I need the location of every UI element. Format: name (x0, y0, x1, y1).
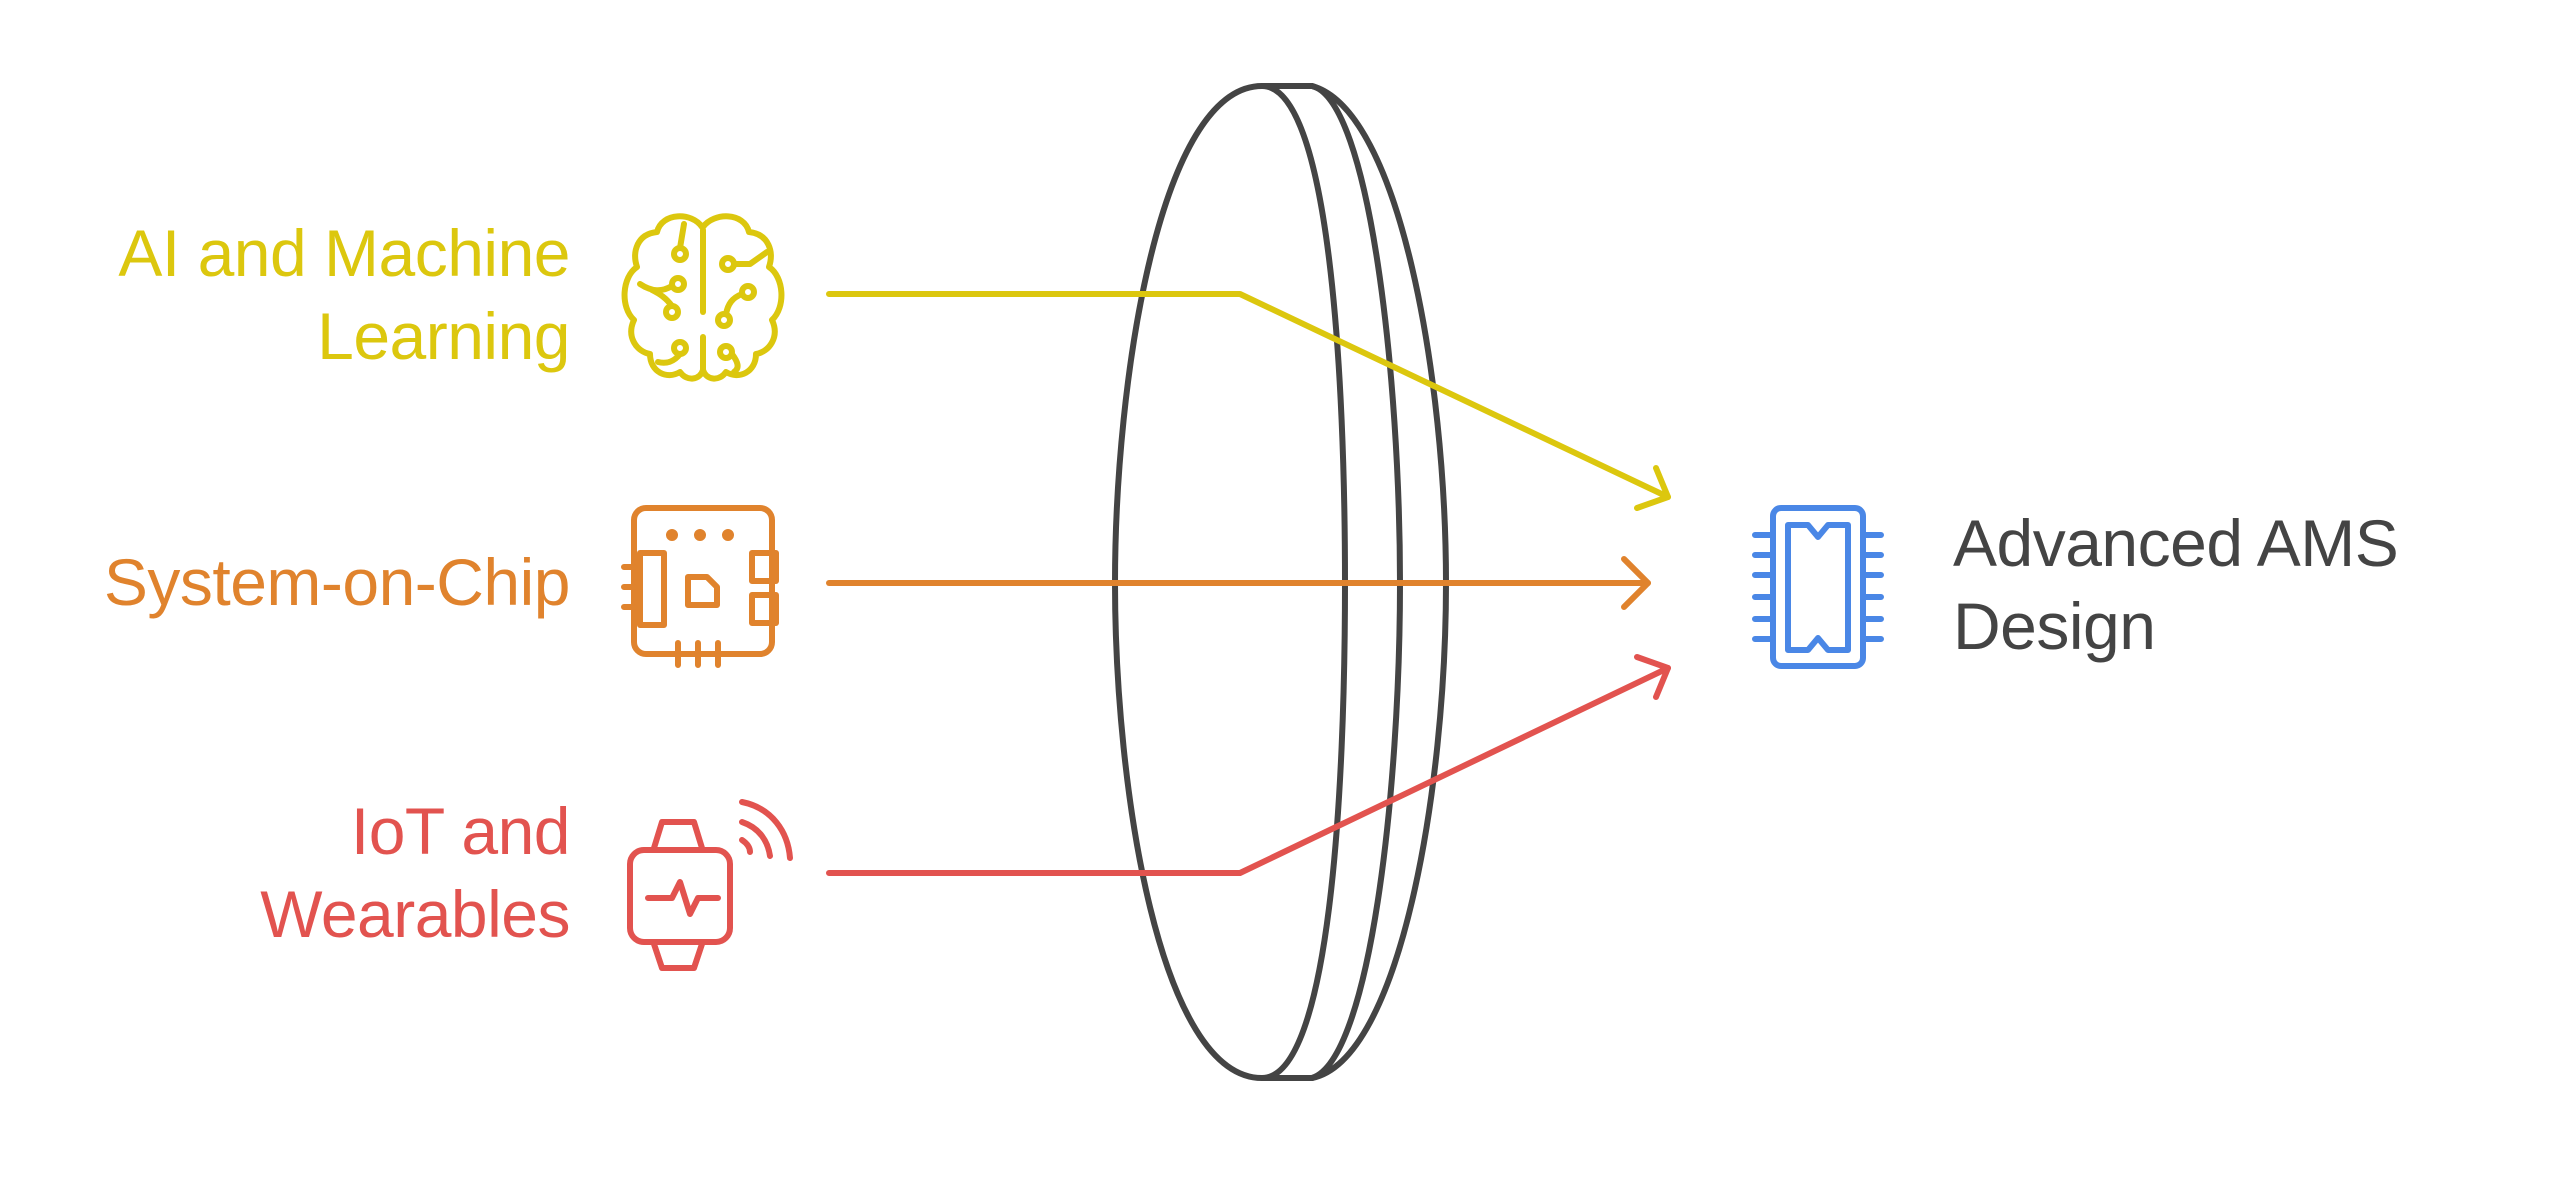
label-output: Advanced AMS Design (1953, 502, 2399, 668)
label-iot: IoT and Wearables (260, 790, 570, 956)
label-iot-line1: IoT and (350, 794, 571, 868)
label-ai-line2: Learning (317, 299, 570, 373)
circuit-board-icon (621, 505, 779, 668)
label-output-line2: Design (1953, 589, 2156, 663)
label-soc-line1: System-on-Chip (103, 545, 571, 619)
label-ai-line1: AI and Machine (118, 216, 570, 290)
iot-arrow (826, 654, 1671, 876)
label-output-line1: Advanced AMS (1953, 506, 2399, 580)
label-ai: AI and Machine Learning (118, 212, 570, 378)
soc-arrow (826, 556, 1651, 610)
ic-chip-icon (1752, 505, 1884, 669)
label-soc: System-on-Chip (103, 541, 571, 624)
ai-arrow (826, 291, 1671, 511)
label-iot-line2: Wearables (260, 877, 570, 951)
smartwatch-signal-icon (627, 799, 793, 971)
brain-circuit-icon (621, 213, 785, 382)
